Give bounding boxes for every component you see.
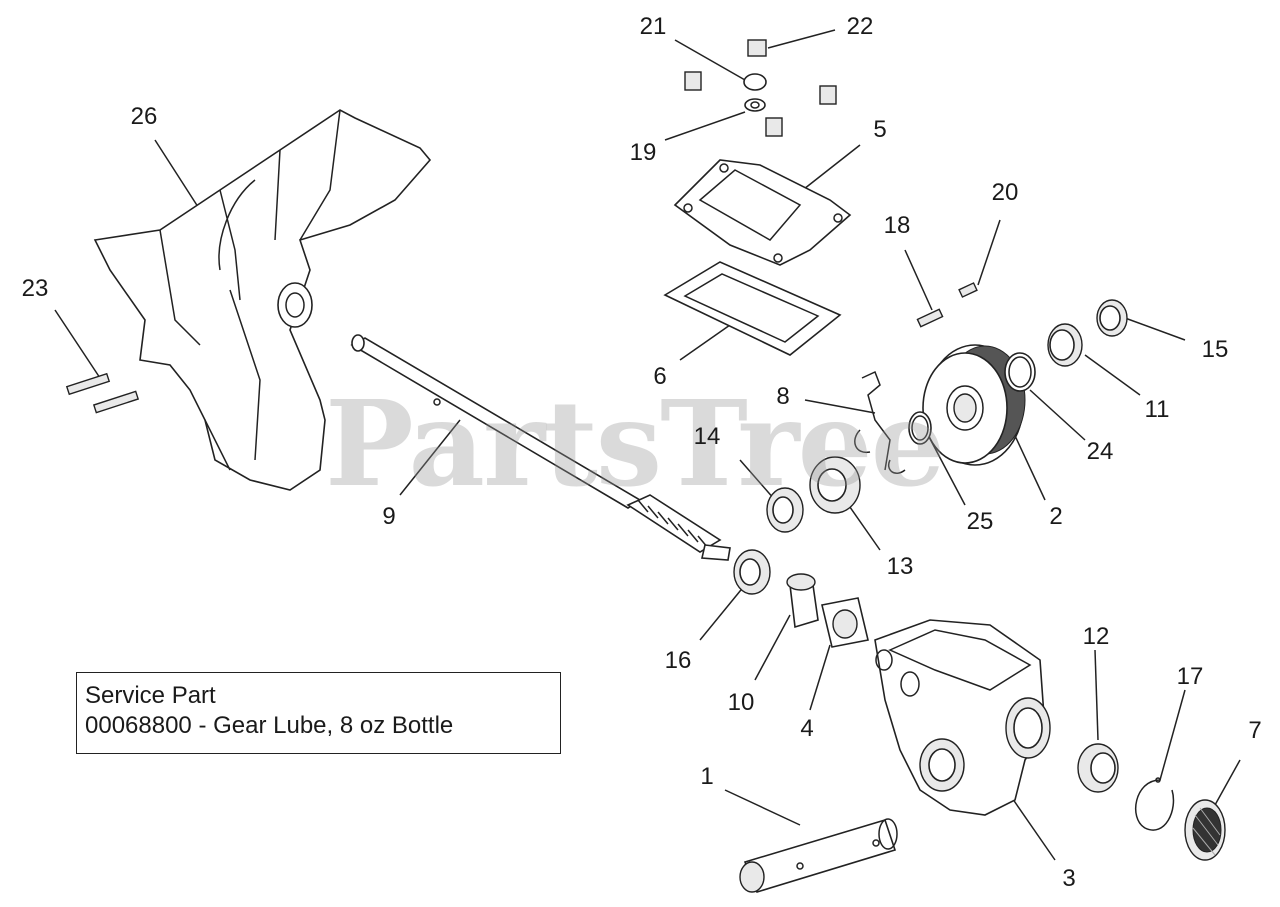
part-23-pins [65,372,140,414]
part-5-cover [673,159,852,266]
callout-14: 14 [693,423,721,450]
callout-19: 19 [629,139,657,166]
part-6-gasket [663,261,842,356]
callout-18: 18 [883,212,911,239]
callout-24: 24 [1086,438,1114,465]
callout-15: 15 [1201,336,1229,363]
part-3-housing [874,619,1051,816]
callout-16: 16 [664,647,692,674]
callout-8: 8 [776,383,790,410]
parts-bolts-washers [684,39,837,137]
part-26-bracket [93,109,432,491]
callout-13: 13 [886,553,914,580]
part-17-snap-ring [1134,777,1175,831]
part-8-clip [854,370,906,474]
callout-22: 22 [846,13,874,40]
service-part-description: 00068800 - Gear Lube, 8 oz Bottle [85,712,454,739]
callout-17: 17 [1176,663,1204,690]
callout-12: 12 [1082,623,1110,650]
parts-rings [908,352,1036,445]
callout-21: 21 [639,13,667,40]
callout-23: 23 [21,275,49,302]
callout-3: 3 [1062,865,1076,892]
leader-lines [54,29,1241,861]
callout-5: 5 [873,116,887,143]
part-12-seal [1077,743,1119,793]
part-16-seal [733,549,771,595]
part-9-shaft [350,334,731,561]
watermark: PartsTree [325,374,946,513]
part-4-bushing [821,597,869,648]
service-part-title: Service Part [85,682,216,709]
callout-20: 20 [991,179,1019,206]
callout-26: 26 [130,103,158,130]
service-part-box: Service Part 00068800 - Gear Lube, 8 oz … [76,672,561,754]
callout-7: 7 [1248,717,1262,744]
part-7-cap [1184,799,1226,861]
parts-keys [916,282,978,328]
callout-2: 2 [1049,503,1063,530]
part-1-pin [739,818,898,893]
callout-6: 6 [653,363,667,390]
part-2-gear [922,344,1026,466]
callout-4: 4 [800,715,814,742]
part-14-washer [766,487,804,533]
part-13-bearing [809,456,861,514]
callout-10: 10 [727,689,755,716]
callout-11: 11 [1144,396,1170,423]
callout-25: 25 [966,508,994,535]
part-11-bearing [1047,323,1083,367]
callout-9: 9 [382,503,396,530]
part-10-bushing [786,573,819,629]
callout-1: 1 [700,763,714,790]
part-15-seal [1096,299,1128,337]
